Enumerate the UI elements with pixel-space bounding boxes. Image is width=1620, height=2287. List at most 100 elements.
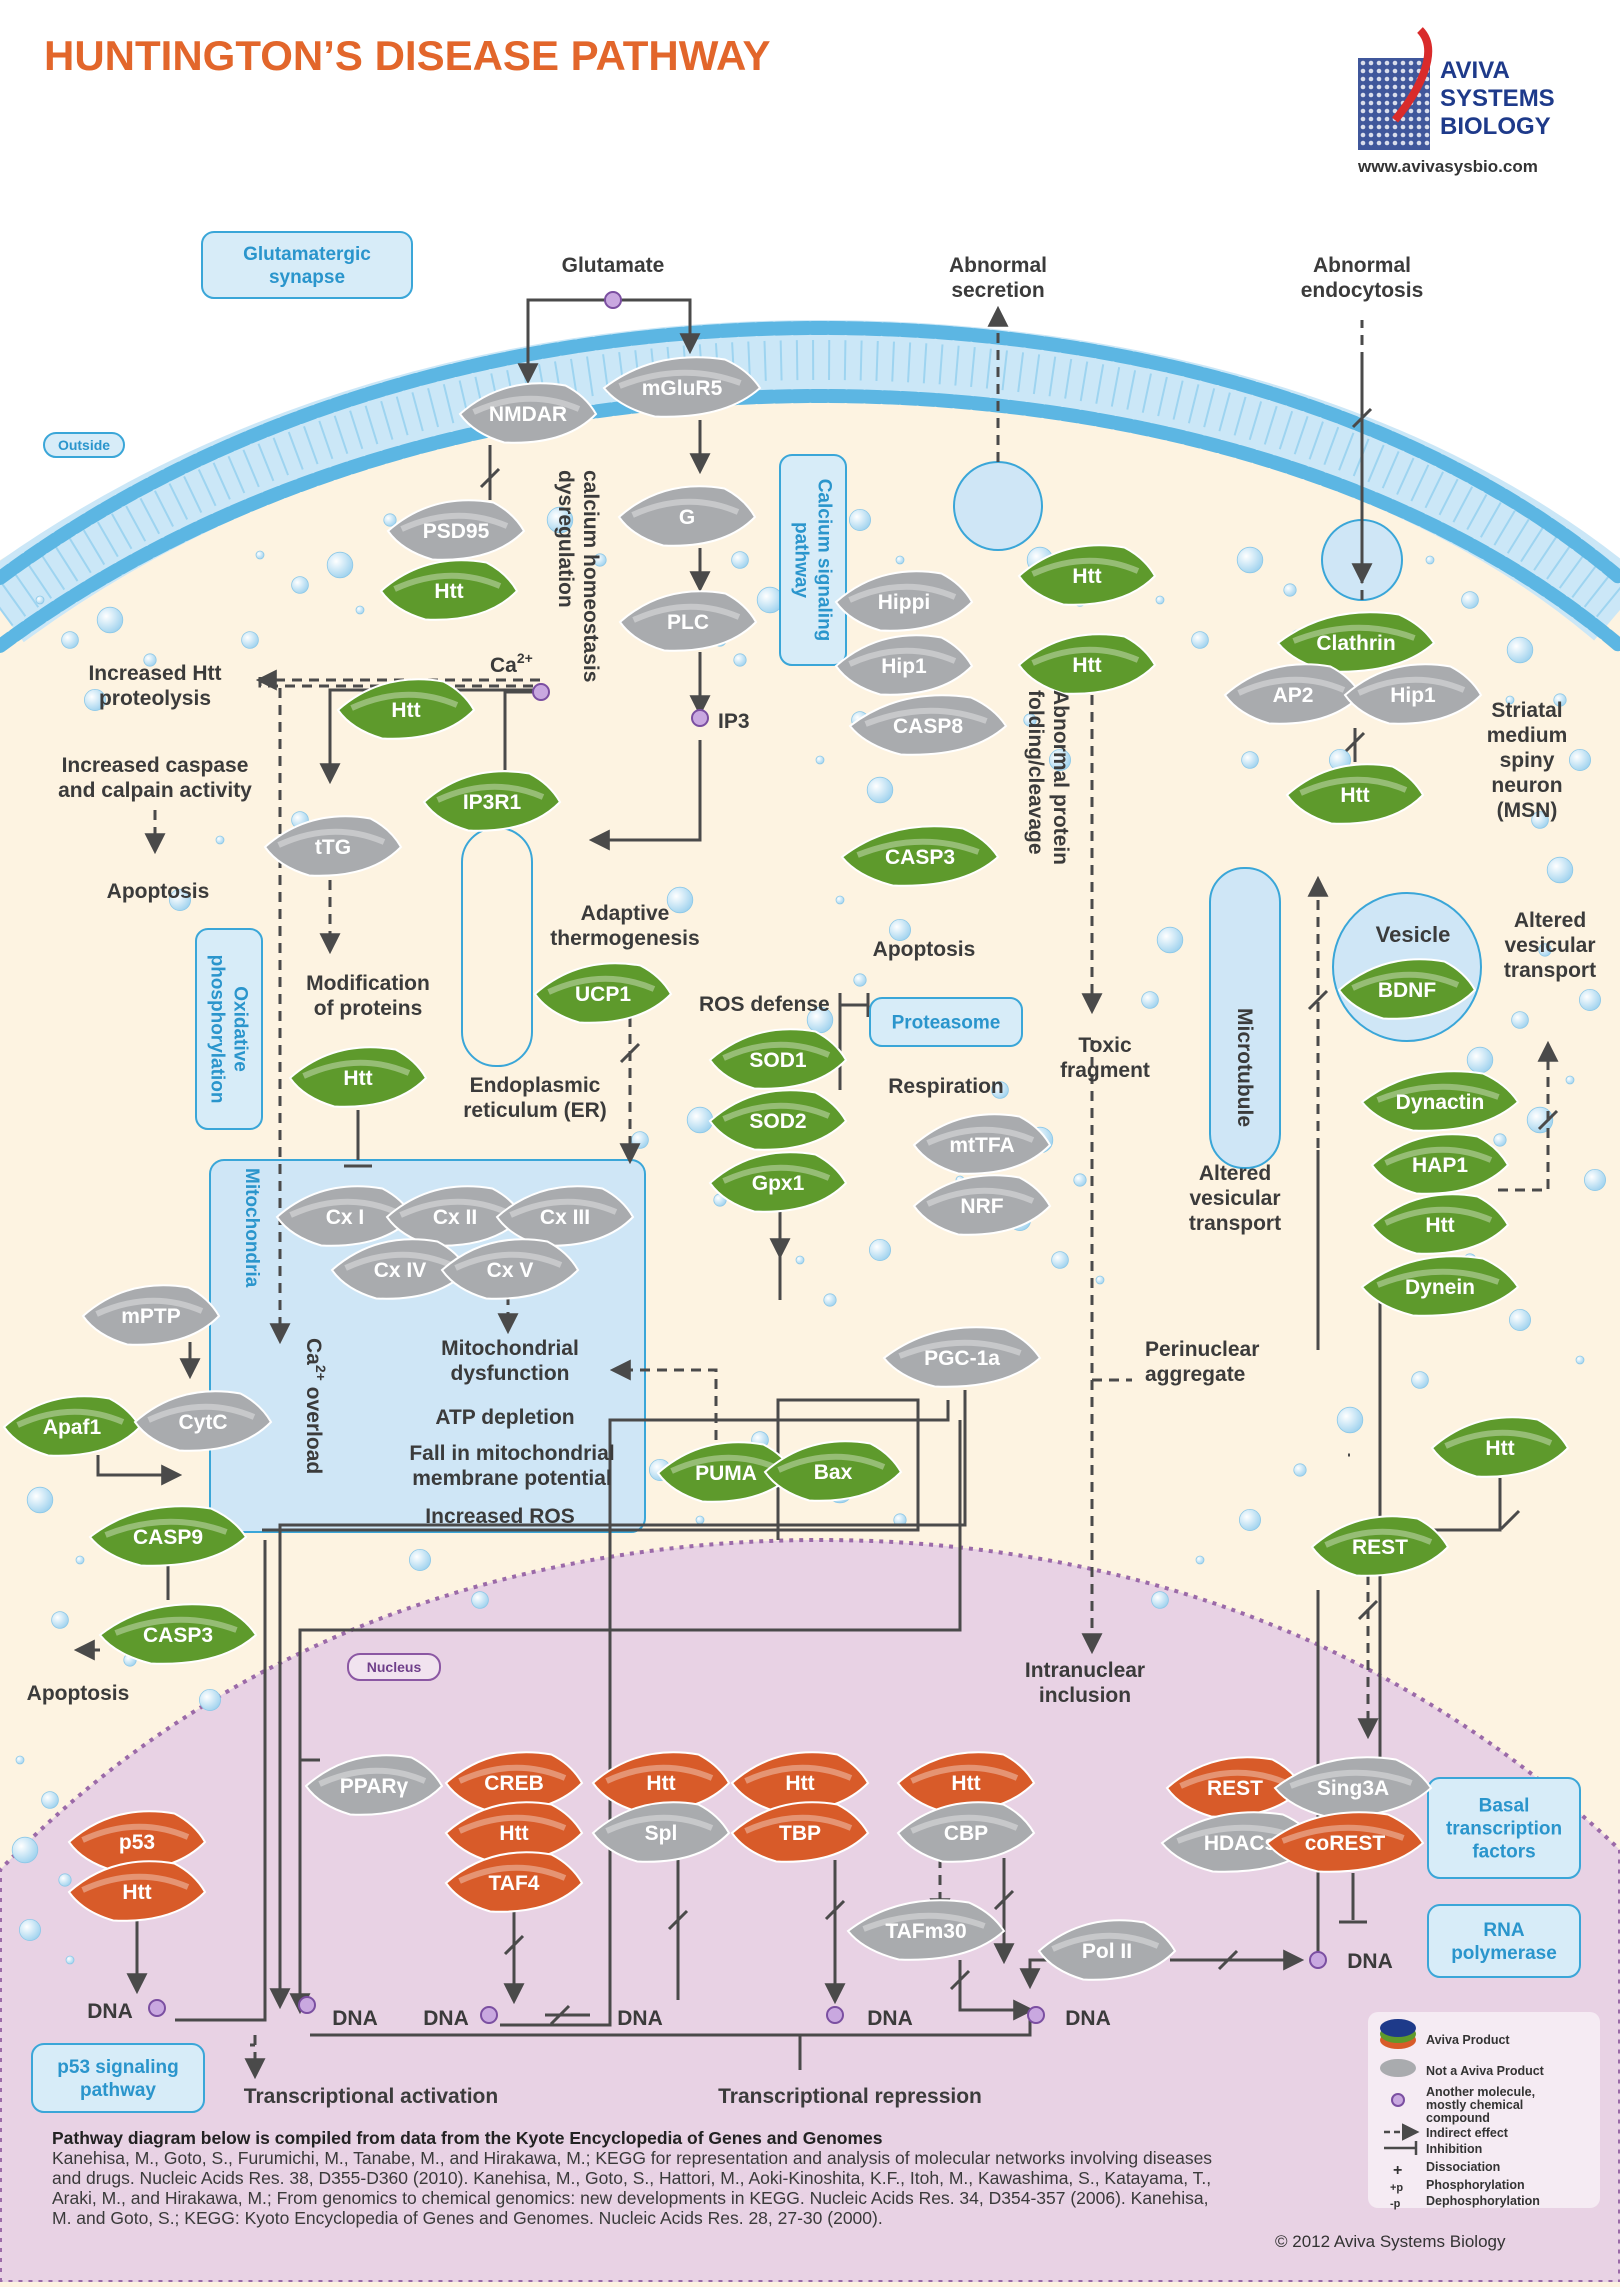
node-label: Htt <box>1425 1214 1454 1237</box>
page-title: HUNTINGTON’S DISEASE PATHWAY <box>44 32 771 79</box>
node-label: NMDAR <box>489 403 567 426</box>
node-clathrin: Clathrin <box>1276 611 1436 673</box>
abnormal-folding-label: Abnormal proteinfolding/cleavage <box>1024 690 1072 865</box>
node-htt1: Htt <box>379 559 519 621</box>
node-mglur5: mGluR5 <box>602 356 762 418</box>
tx-repression-label: Transcriptional repression <box>718 2085 982 2108</box>
atp-label: ATP depletion <box>435 1406 574 1429</box>
node-psd95: PSD95 <box>386 499 526 561</box>
svg-text:BIOLOGY: BIOLOGY <box>1440 113 1551 140</box>
box-proteasome: Proteasome <box>869 997 1023 1047</box>
node-p53: p53 <box>67 1810 207 1872</box>
node-htt4: Htt <box>1285 763 1425 825</box>
node-label: PGC-1a <box>924 1347 1000 1370</box>
node-hap1: HAP1 <box>1370 1133 1510 1195</box>
node-label: Pol II <box>1082 1940 1132 1963</box>
nucleus-region <box>0 1537 1620 2284</box>
node-label: Cx IV <box>374 1259 427 1282</box>
node-nmdar: NMDAR <box>458 382 598 444</box>
node-taf4: TAF4 <box>444 1851 584 1913</box>
node-cxi: Cx I <box>275 1185 415 1247</box>
compound-dot <box>1027 2006 1045 2024</box>
references-body: Kanehisa, M., Goto, S., Furumichi, M., T… <box>52 2148 1213 2228</box>
ip3-label: IP3 <box>718 710 750 733</box>
svg-text:Dephosphorylation: Dephosphorylation <box>1426 2194 1540 2208</box>
node-sod2: SOD2 <box>708 1089 848 1151</box>
node-sing3a: Sing3A <box>1273 1756 1433 1818</box>
node-gpx1: Gpx1 <box>708 1151 848 1213</box>
node-label: CASP3 <box>143 1624 213 1647</box>
node-label: Htt <box>391 699 420 722</box>
svg-text:Not a Aviva Product: Not a Aviva Product <box>1426 2064 1545 2078</box>
svg-text:AVIVA: AVIVA <box>1440 57 1510 84</box>
node-label: CASP3 <box>885 846 955 869</box>
node-label: Cx V <box>487 1259 534 1282</box>
node-label: Apaf1 <box>43 1416 102 1439</box>
node-label: Dynactin <box>1396 1091 1485 1114</box>
node-htt13: Htt <box>67 1860 207 1922</box>
nodes: NMDARmGluR5PSD95HttGPLCHippiHip1CASP8Htt… <box>2 356 1570 1981</box>
respiration-label: Respiration <box>888 1075 1004 1098</box>
node-htt7: Htt <box>288 1046 428 1108</box>
box-calcium-signaling: Calcium signalingpathway <box>779 454 847 666</box>
node-label: HAP1 <box>1412 1154 1468 1177</box>
node-mptp: mPTP <box>81 1284 221 1346</box>
node-label: TBP <box>779 1822 821 1845</box>
node-label: Cx II <box>433 1206 477 1229</box>
node-bdnf: BDNF <box>1337 958 1477 1020</box>
node-label: mGluR5 <box>642 377 723 400</box>
node-label: Gpx1 <box>752 1172 805 1195</box>
node-rest2: REST <box>1165 1756 1305 1818</box>
node-label: Htt <box>1072 565 1101 588</box>
node-label: SOD2 <box>749 1110 806 1133</box>
node-ttg: tTG <box>263 815 403 877</box>
node-htt9: Htt <box>444 1801 584 1863</box>
cell-membrane <box>0 0 1620 653</box>
microtubule-label: Microtubule <box>1233 1008 1256 1127</box>
node-label: mtTFA <box>949 1134 1014 1157</box>
node-label: Htt <box>434 580 463 603</box>
dna-6-label: DNA <box>1065 2007 1111 2030</box>
node-label: IP3R1 <box>463 791 522 814</box>
box-outside: Outside <box>43 432 125 458</box>
node-label: Hip1 <box>881 655 927 678</box>
svg-text:Phosphorylation: Phosphorylation <box>1426 2178 1525 2192</box>
compound-dot <box>532 683 550 701</box>
node-label: BDNF <box>1378 979 1436 1002</box>
svg-text:Inhibition: Inhibition <box>1426 2142 1482 2156</box>
node-label: PLC <box>667 611 709 634</box>
node-ucp1: UCP1 <box>533 962 673 1024</box>
node-label: Hippi <box>878 591 931 614</box>
node-label: Hip1 <box>1390 684 1436 707</box>
compound-dot <box>480 2006 498 2024</box>
ca2-label: Ca2+ <box>490 650 533 677</box>
node-label: Htt <box>122 1881 151 1904</box>
aviva-logo: AVIVA SYSTEMS BIOLOGY www.avivasysbio.co… <box>1357 27 1555 176</box>
dna-5-label: DNA <box>867 2007 913 2030</box>
node-htt6: Htt <box>1370 1193 1510 1255</box>
node-label: Htt <box>1072 654 1101 677</box>
node-label: CASP8 <box>893 715 963 738</box>
node-cytc: CytC <box>133 1390 273 1452</box>
node-label: Cx III <box>540 1206 590 1229</box>
svg-text:+p: +p <box>1390 2182 1403 2194</box>
er-box <box>461 827 533 1067</box>
references-heading: Pathway diagram below is compiled from d… <box>52 2128 883 2148</box>
node-g: G <box>617 485 757 547</box>
node-label: p53 <box>119 1831 155 1854</box>
node-label: G <box>679 506 695 529</box>
node-label: REST <box>1207 1777 1263 1800</box>
dna-4-label: DNA <box>617 2007 663 2030</box>
vesicle-bubbles <box>11 495 1607 1965</box>
copyright: © 2012 Aviva Systems Biology <box>1275 2232 1506 2251</box>
node-label: TAF4 <box>489 1872 540 1895</box>
apoptosis-label: Apoptosis <box>107 880 210 903</box>
node-label: Htt <box>499 1822 528 1845</box>
